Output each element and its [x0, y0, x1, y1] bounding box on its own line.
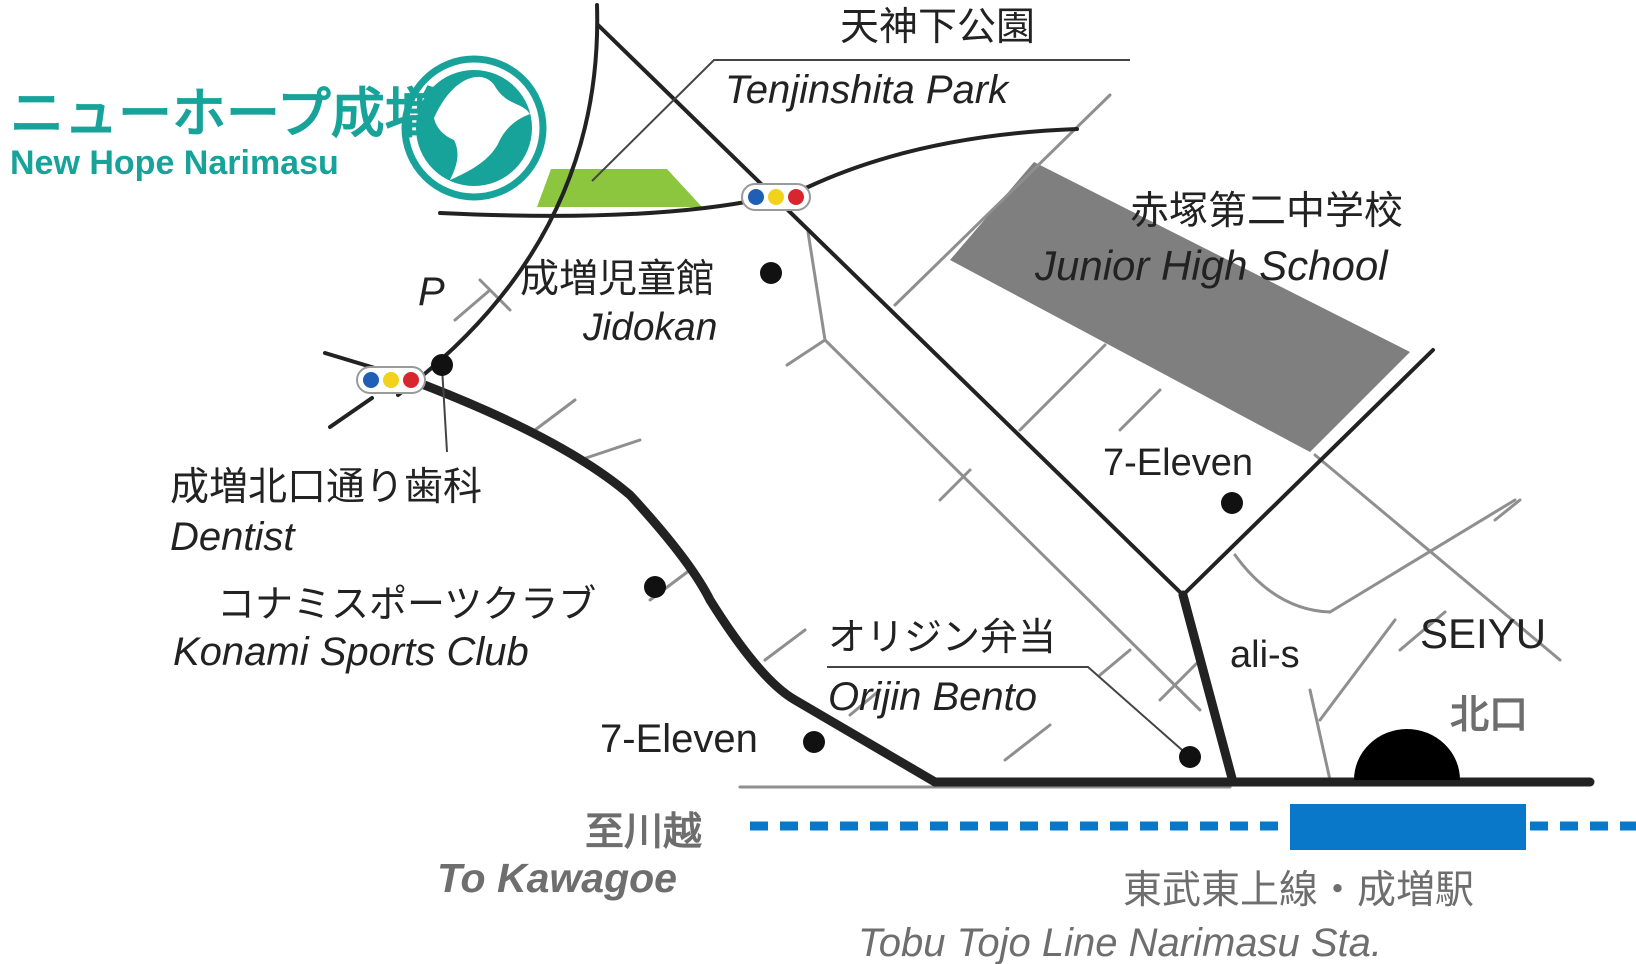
seven-eleven-2-label: 7-Eleven	[1103, 442, 1253, 484]
park-area	[537, 169, 702, 207]
seiyu-label: SEIYU	[1420, 610, 1546, 657]
station-platform	[1290, 804, 1526, 850]
school-label-en: Junior High School	[1034, 242, 1389, 289]
jidokan-label-jp: 成増児童館	[520, 257, 715, 302]
konami-dot	[644, 576, 666, 598]
kawagoe-label-jp: 至川越	[585, 810, 703, 855]
alis-label: ali-s	[1230, 634, 1300, 676]
railway	[750, 804, 1636, 850]
arterial-roads	[393, 370, 1595, 787]
park-label-jp: 天神下公園	[840, 5, 1035, 50]
traffic-light-icon	[741, 183, 811, 211]
station-exit-icon	[1354, 729, 1460, 780]
leader-lines	[441, 59, 1191, 758]
brand-name-en: New Hope Narimasu	[10, 144, 339, 182]
brand-name-jp: ニューホープ成増	[10, 82, 439, 145]
dentist-dot	[431, 354, 453, 376]
origin-dot	[1179, 746, 1201, 768]
dentist-label-en: Dentist	[170, 515, 296, 559]
station-label-en: Tobu Tojo Line Narimasu Sta.	[858, 921, 1382, 964]
kawagoe-label-en: To Kawagoe	[437, 855, 677, 901]
parking-label: P	[418, 270, 445, 314]
north-exit-label: 北口	[1450, 693, 1528, 738]
konami-label-en: Konami Sports Club	[173, 630, 529, 674]
school-label-jp: 赤塚第二中学校	[1130, 189, 1403, 234]
seven-eleven-2-dot	[1221, 492, 1243, 514]
station-label-jp: 東武東上線・成増駅	[1123, 868, 1474, 913]
seven-eleven-1-label: 7-Eleven	[600, 717, 758, 761]
jidokan-dot	[760, 262, 782, 284]
school-area	[950, 162, 1410, 452]
dentist-label-jp: 成増北口通り歯科	[170, 465, 482, 510]
dove-in-circle-icon	[401, 55, 547, 201]
poi-markers	[431, 262, 1243, 768]
origin-label-jp: オリジン弁当	[828, 615, 1056, 659]
jidokan-label-en: Jidokan	[582, 306, 717, 349]
traffic-light-icon	[356, 366, 426, 394]
seven-eleven-1-dot	[803, 731, 825, 753]
park-label-en: Tenjinshita Park	[725, 68, 1010, 112]
konami-label-jp: コナミスポーツクラブ	[217, 582, 596, 626]
origin-label-en: Orijin Bento	[828, 675, 1037, 719]
